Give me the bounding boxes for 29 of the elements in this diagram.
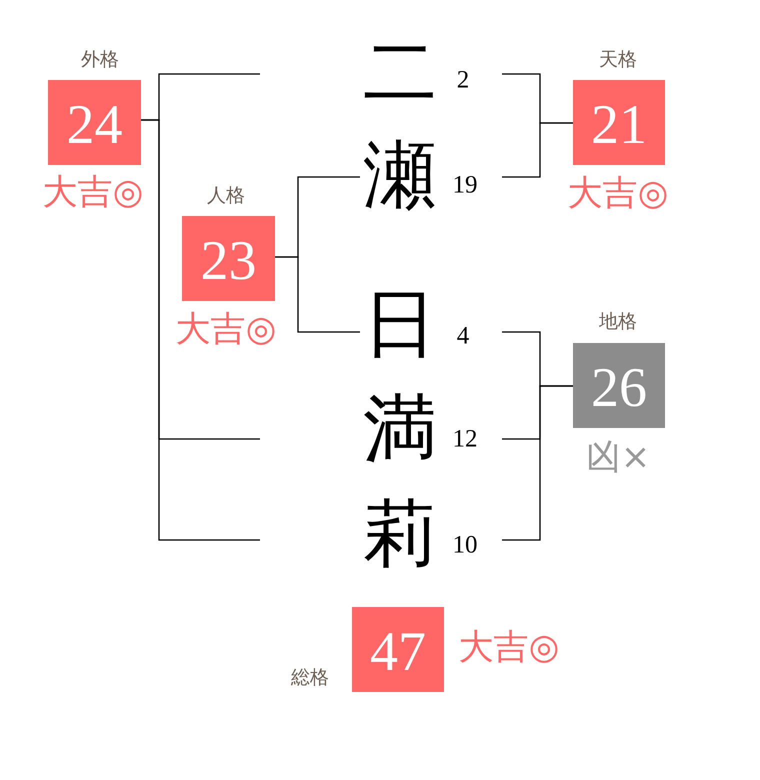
score-number: 24 [66,96,122,152]
score-number: 23 [200,232,256,288]
connector-line [502,122,573,178]
score-number: 26 [591,360,647,416]
category-label: 天格 [599,50,637,70]
name-character: 莉 [363,498,437,572]
score-number: 21 [591,96,647,152]
connector-line [275,256,360,333]
connector-line [502,385,573,541]
connector-line [141,119,260,541]
fortune-label: 大吉◎ [568,176,668,212]
score-number: 47 [370,624,426,680]
category-label: 外格 [81,50,119,70]
category-label: 人格 [207,186,245,206]
stroke-count: 2 [456,68,470,92]
name-character: 瀬 [363,139,437,213]
category-label: 地格 [599,312,637,332]
fortune-label: 大吉◎ [42,176,144,210]
fortune-label: 大吉◎ [458,630,560,666]
name-character: 日 [363,288,437,362]
stroke-count: 4 [456,324,470,348]
fortune-label: 凶× [586,440,650,476]
category-label: 総格 [291,668,329,688]
fortune-label: 大吉◎ [176,312,276,348]
name-character: 二 [363,36,437,110]
stroke-count: 12 [452,426,478,452]
stroke-count: 10 [452,532,478,558]
stroke-count: 19 [452,172,478,198]
name-character: 満 [363,393,437,467]
